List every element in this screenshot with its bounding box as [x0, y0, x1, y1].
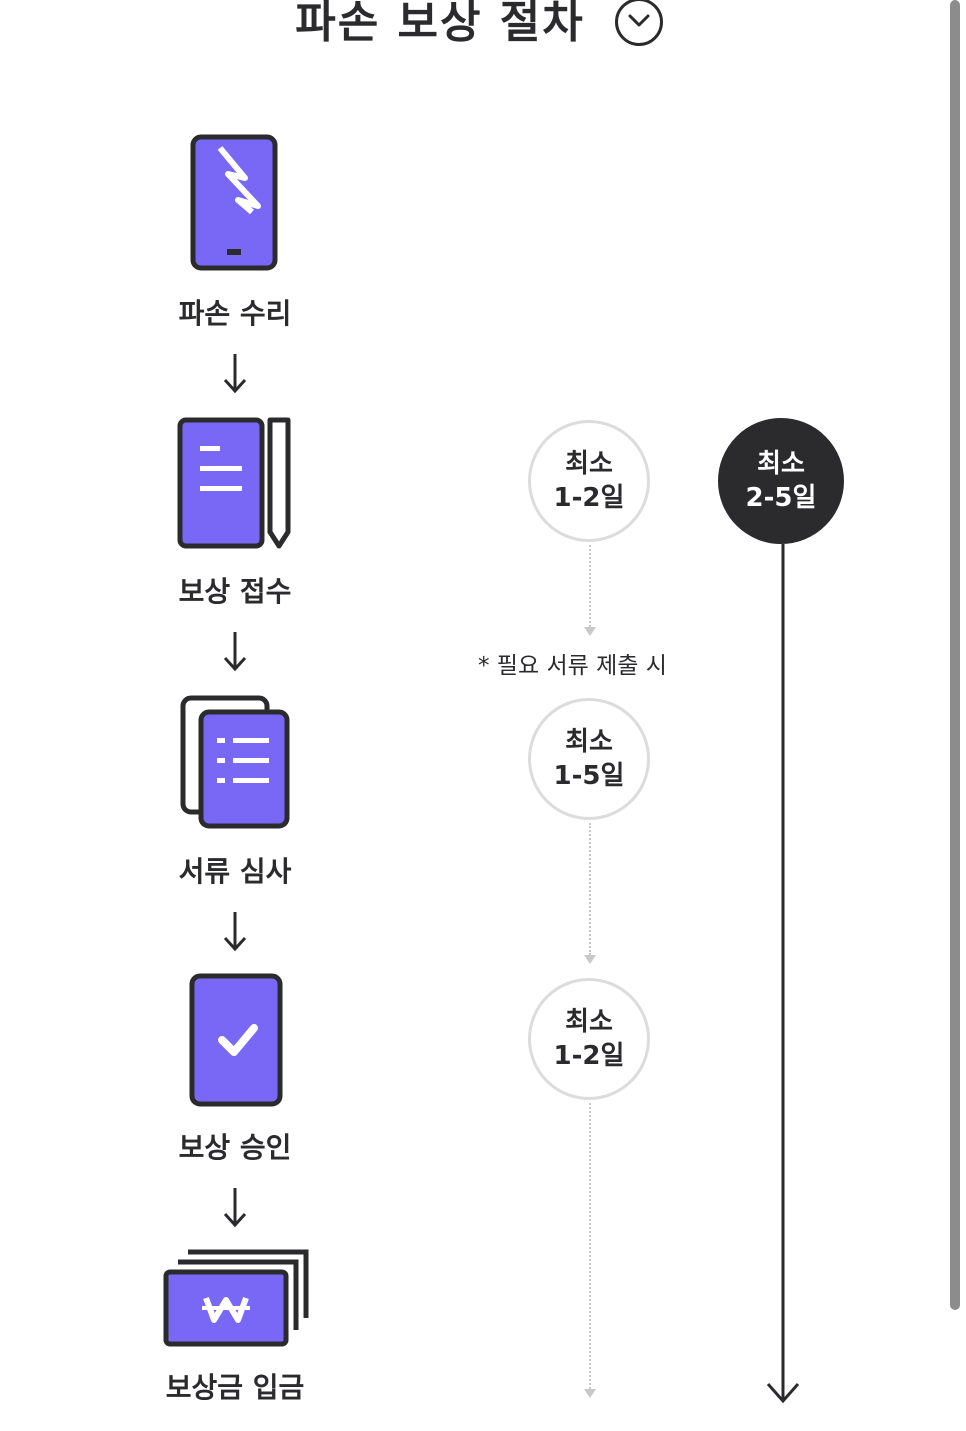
step-label-review: 서류 심사 [178, 855, 292, 888]
total-duration-arrow [765, 544, 801, 1410]
arrow-down-icon [220, 910, 250, 954]
duration-label: 최소 [757, 449, 805, 479]
step-label-repair: 파손 수리 [178, 297, 292, 330]
notebook-pen-icon [176, 416, 294, 552]
step-label-payout: 보상금 입금 [165, 1371, 305, 1404]
scrollbar[interactable] [950, 0, 960, 1310]
step-label-approval: 보상 승인 [178, 1131, 292, 1164]
arrow-down-icon [220, 630, 250, 674]
duration-label: 최소 [565, 1007, 613, 1037]
arrow-down-icon [220, 1186, 250, 1230]
duration-label: 최소 [565, 727, 613, 757]
step-label-claim: 보상 접수 [178, 575, 292, 608]
total-duration-badge: 최소 2-5일 [718, 418, 844, 544]
won-cash-icon [162, 1248, 310, 1348]
broken-phone-icon [190, 134, 280, 272]
required-docs-note: * 필요 서류 제출 시 [478, 653, 667, 679]
documents-icon [179, 694, 293, 832]
duration-value: 1-2일 [553, 1041, 625, 1071]
duration-label: 최소 [565, 449, 613, 479]
collapse-toggle[interactable] [615, 0, 663, 46]
dotted-arrow-tip [584, 1389, 596, 1398]
dotted-arrow-tip [584, 955, 596, 964]
page-title: 파손 보상 절차 [295, 0, 585, 48]
duration-value: 1-5일 [553, 761, 625, 791]
dotted-connector [589, 823, 591, 955]
arrow-down-icon [220, 352, 250, 396]
duration-badge: 최소 1-2일 [528, 420, 650, 542]
chevron-down-icon [628, 14, 650, 27]
duration-value: 1-2일 [553, 483, 625, 513]
dotted-connector [589, 545, 591, 627]
duration-badge: 최소 1-2일 [528, 978, 650, 1100]
duration-value: 2-5일 [745, 483, 817, 513]
duration-badge: 최소 1-5일 [528, 698, 650, 820]
dotted-connector [589, 1103, 591, 1389]
approved-document-icon [188, 972, 284, 1108]
dotted-arrow-tip [584, 627, 596, 636]
